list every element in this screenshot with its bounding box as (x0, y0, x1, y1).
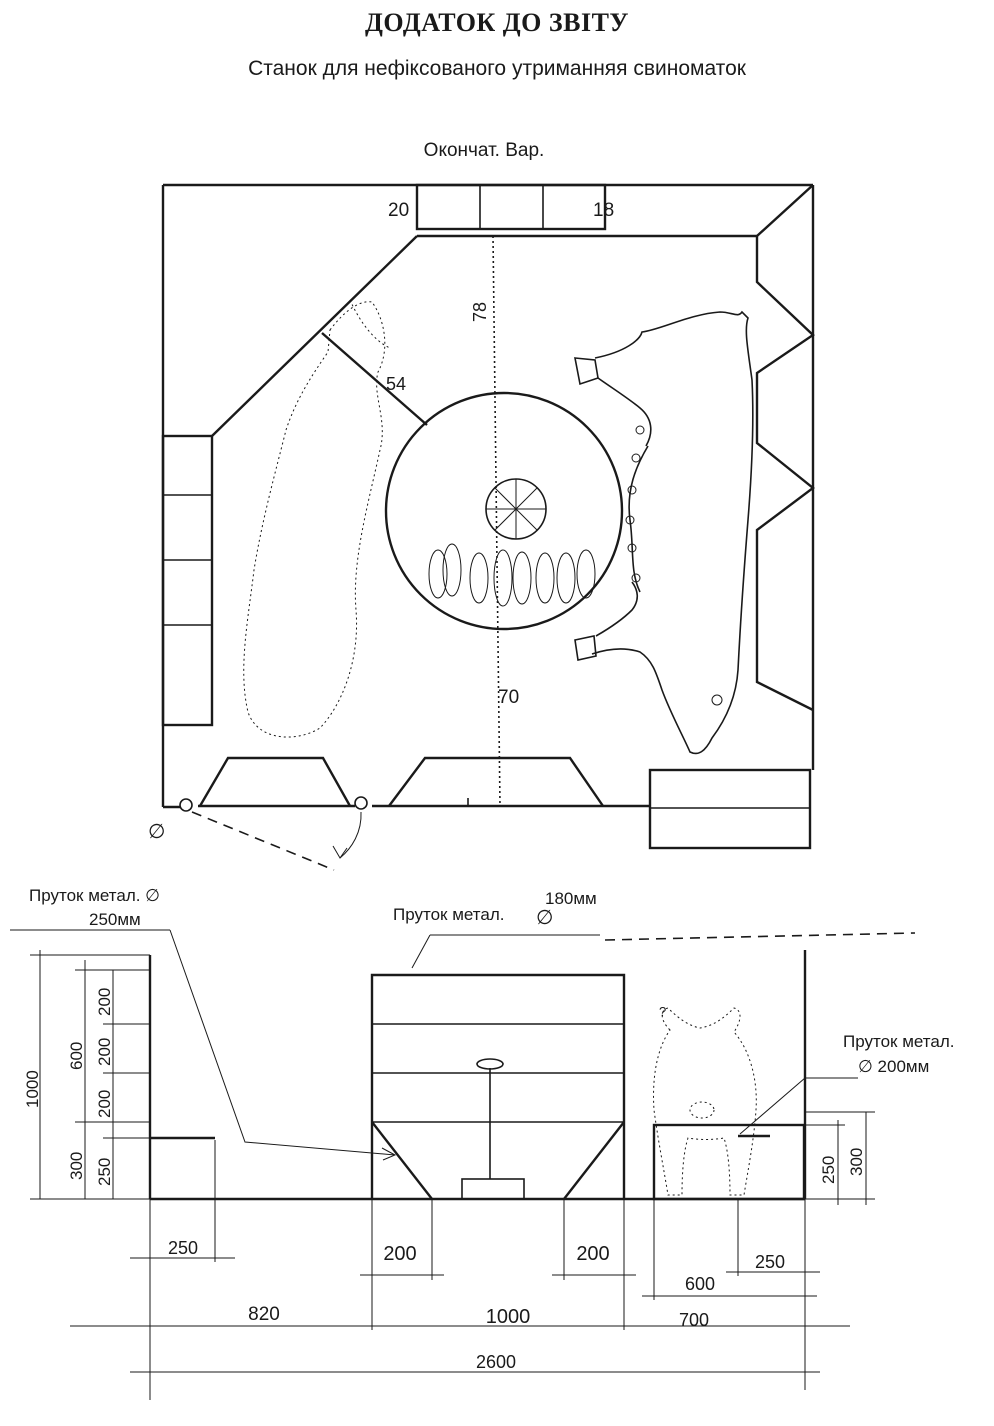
dim-label-54: 54 (386, 374, 406, 394)
rod-label-right-2: ∅ 200мм (858, 1057, 929, 1076)
variant-label: Окончат. Вар. (424, 140, 545, 161)
plan-view: Окончат. Вар. 20 18 54 (148, 140, 815, 871)
bottom-dimensions (70, 1140, 850, 1400)
hopper-feeder (370, 973, 626, 1200)
dim-bottom-820: 820 (248, 1304, 280, 1325)
diameter-symbol: ∅ (148, 821, 165, 843)
left-wall-racks (161, 434, 214, 727)
leader-left (169, 929, 396, 1156)
piglet-8 (576, 549, 596, 599)
rod-label-left-1: Пруток метал. ∅ (29, 886, 160, 905)
dim-right-250: 250 (819, 1156, 838, 1184)
dim-label-18: 18 (593, 200, 614, 221)
lying-sow-ear (349, 299, 391, 349)
dim-bottom-600: 600 (685, 1274, 715, 1294)
right-wall-zigzag (755, 236, 815, 712)
piglet-1 (428, 549, 448, 599)
page-title: ДОДАТОК ДО ЗВІТУ (365, 8, 629, 37)
hinge-right (354, 796, 368, 810)
page-subtitle: Станок для нефіксованого утриманняя свин… (248, 57, 746, 80)
center-axis (492, 235, 501, 807)
dim-left-200-c: 200 (95, 1090, 114, 1118)
piglet-5 (512, 551, 532, 605)
right-dimensions (805, 1111, 875, 1205)
rod-label-mid-diam: ∅ (536, 907, 553, 929)
bottom-right-box (648, 768, 812, 850)
pen-outline (161, 183, 815, 809)
piglet-6 (535, 552, 555, 604)
bottom-feeders-plan (198, 756, 604, 807)
dim-bottom-250-left: 250 (168, 1238, 198, 1258)
piglet-nest (384, 391, 624, 631)
right-trough (652, 1123, 806, 1201)
dim-left-200-b: 200 (95, 1038, 114, 1066)
dim-bottom-250-right: 250 (755, 1252, 785, 1272)
dim-bottom-200-left: 200 (383, 1243, 416, 1265)
rod-label-right-1: Пруток метал. (843, 1032, 954, 1051)
lying-sow-outline (243, 301, 386, 738)
dim-bottom-2600: 2600 (476, 1352, 516, 1372)
dim-left-1000: 1000 (23, 1070, 42, 1108)
hinge-left (179, 798, 193, 812)
piglets (428, 543, 596, 607)
standing-sow (574, 310, 754, 755)
door-swing (179, 796, 368, 871)
rod-label-mid-size: 180мм (545, 889, 597, 908)
leader-mid (411, 934, 431, 969)
piglet-2 (442, 543, 462, 597)
dim-left-200-a: 200 (95, 988, 114, 1016)
dim-label-78: 78 (470, 302, 490, 322)
dim-left-600: 600 (67, 1042, 86, 1070)
dim-left-300: 300 (67, 1152, 86, 1180)
dim-bottom-200-right: 200 (576, 1243, 609, 1265)
rod-dashed-line (604, 932, 916, 941)
dim-label-70: 70 (498, 687, 519, 708)
dim-right-300: 300 (847, 1148, 866, 1176)
rod-label-mid: Пруток метал. (393, 905, 504, 924)
piglet-7 (556, 552, 576, 604)
piglet-4 (493, 549, 513, 607)
section-view: Пруток метал. ∅ 250мм Пруток метал. ∅ 18… (10, 886, 954, 1400)
rod-label-left-2: 250мм (89, 910, 141, 929)
dim-bottom-1000: 1000 (486, 1306, 531, 1328)
piglet-3 (469, 552, 489, 604)
right-wall-corner (756, 184, 814, 237)
top-feeder (415, 183, 757, 238)
left-dimensions (30, 950, 150, 1200)
dim-bottom-700: 700 (679, 1310, 709, 1330)
diagonal-partition (211, 235, 428, 437)
dim-label-20: 20 (388, 200, 409, 221)
leader-left-arrow (381, 1147, 397, 1161)
dim-left-250: 250 (95, 1158, 114, 1186)
pig-front-view (653, 1007, 757, 1196)
question-mark: ? (659, 1004, 666, 1019)
